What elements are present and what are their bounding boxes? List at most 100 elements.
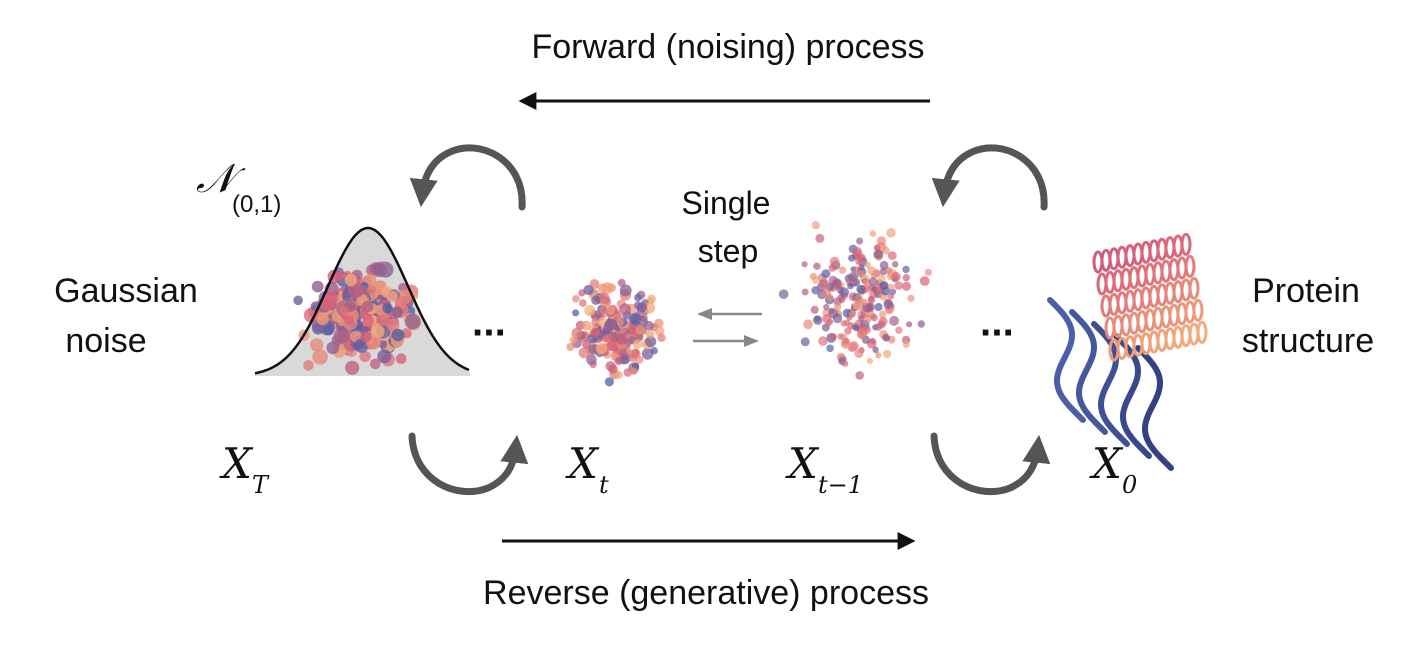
point-mark (883, 299, 893, 310)
point-mark (853, 294, 863, 304)
point-mark (361, 300, 374, 313)
point-mark (856, 237, 864, 245)
point-mark (886, 228, 896, 238)
point-mark (858, 264, 865, 271)
point-mark (632, 339, 643, 350)
point-mark (814, 315, 821, 322)
point-mark (895, 326, 903, 334)
point-mark (293, 295, 303, 306)
point-mark (810, 305, 819, 314)
point-mark (863, 314, 872, 323)
point-mark (803, 319, 813, 330)
point-mark (812, 276, 820, 285)
point-mark (344, 273, 358, 287)
point-mark (583, 284, 594, 296)
point-mark (630, 367, 638, 375)
point-mark (865, 305, 874, 313)
point-mark (815, 233, 825, 243)
point-mark (889, 288, 897, 295)
point-mark (303, 360, 314, 371)
point-mark (801, 288, 809, 296)
point-mark (591, 317, 601, 327)
point-mark (833, 303, 842, 311)
point-mark (578, 347, 590, 359)
point-mark (647, 294, 656, 304)
point-mark (856, 329, 867, 340)
point-mark (586, 354, 597, 366)
point-mark (605, 340, 616, 352)
point-mark (842, 337, 850, 345)
point-mark (854, 349, 864, 358)
point-mark (599, 306, 608, 315)
point-mark (370, 358, 381, 370)
point-mark (849, 341, 859, 351)
helix-turn (1184, 254, 1196, 278)
point-mark (604, 377, 615, 387)
state-label-xt: X t (565, 439, 609, 499)
point-mark (902, 341, 910, 348)
point-mark (572, 295, 580, 303)
point-mark (614, 357, 623, 366)
state-label-xt-minus-1: X t−1 (785, 439, 863, 499)
point-mark (875, 352, 882, 359)
point-mark (811, 221, 821, 230)
point-mark (885, 266, 893, 275)
point-mark (377, 349, 392, 364)
point-mark (873, 244, 881, 252)
point-mark (821, 269, 831, 279)
helix-turn (1188, 276, 1200, 300)
point-mark (614, 370, 623, 379)
point-mark (858, 315, 865, 322)
point-mark (864, 261, 871, 268)
point-mark (919, 276, 930, 286)
point-mark (837, 333, 844, 340)
point-mark (603, 333, 613, 344)
point-mark (364, 273, 377, 286)
point-mark (395, 353, 407, 365)
svg-text:X: X (1089, 439, 1124, 488)
point-mark (841, 360, 849, 367)
point-mark (641, 348, 654, 360)
point-mark (582, 340, 591, 349)
point-mark (826, 294, 834, 302)
point-mark (891, 271, 901, 282)
point-mark (650, 347, 658, 355)
point-mark (877, 274, 886, 283)
svg-text:T: T (252, 471, 270, 499)
point-mark (566, 343, 575, 351)
single-step-label-line1: Single (682, 185, 771, 221)
point-mark (852, 324, 860, 332)
point-mark (881, 246, 890, 255)
point-mark (391, 328, 405, 342)
point-mark (917, 320, 925, 328)
point-mark (868, 277, 878, 286)
point-mark (833, 280, 842, 290)
point-mark (320, 294, 337, 311)
helix-turn (1180, 232, 1192, 256)
point-mark (333, 327, 350, 344)
point-mark (372, 262, 387, 278)
point-mark (396, 289, 412, 305)
point-mark (605, 361, 616, 372)
point-mark (828, 333, 837, 341)
point-mark (879, 281, 889, 291)
point-mark (579, 299, 587, 307)
point-mark (360, 331, 372, 343)
point-mark (869, 337, 876, 345)
point-mark (868, 295, 875, 302)
point-mark (323, 324, 335, 336)
svg-text:0: 0 (1122, 471, 1137, 499)
point-mark (839, 287, 850, 298)
point-mark (371, 325, 385, 339)
state-label-xT: X T (219, 439, 270, 499)
point-mark (312, 349, 328, 365)
point-mark (838, 266, 847, 274)
point-mark (339, 306, 349, 316)
point-mark (887, 251, 897, 260)
protein-structure-label-line1: Protein (1252, 272, 1360, 310)
point-mark (366, 285, 377, 295)
point-mark (874, 250, 883, 259)
svg-text:X: X (785, 439, 820, 488)
point-mark (644, 335, 657, 348)
